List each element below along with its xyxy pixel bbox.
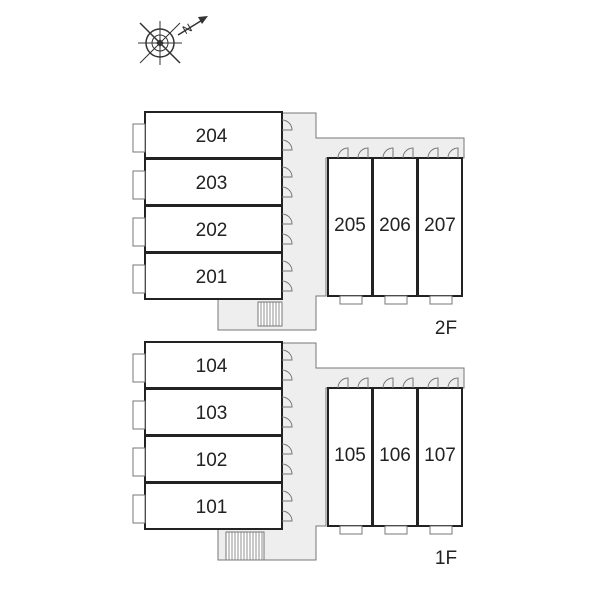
door-205 <box>357 147 369 159</box>
unit-label-203: 203 <box>196 173 228 194</box>
balcony-207 <box>429 295 453 305</box>
balcony-104 <box>132 353 146 383</box>
door-106 <box>382 377 394 389</box>
door-204 <box>281 119 293 131</box>
unit-label-202: 202 <box>196 220 228 241</box>
balcony-107 <box>429 525 453 535</box>
unit-label-207: 207 <box>424 215 456 236</box>
compass-north-letter: N <box>180 21 195 37</box>
door-206 <box>382 147 394 159</box>
balcony-201 <box>132 264 146 294</box>
unit-207 <box>417 157 463 297</box>
unit-202 <box>144 205 283 253</box>
door-102 <box>281 463 293 475</box>
balcony-106 <box>384 525 408 535</box>
floor-label: 1F <box>435 548 457 569</box>
floor-2f: 204 203 202 201 205 206 207 2F <box>132 111 465 339</box>
balcony-203 <box>132 170 146 200</box>
door-205 <box>337 147 349 159</box>
unit-101 <box>144 482 283 530</box>
floor-label: 2F <box>435 318 457 339</box>
unit-203 <box>144 158 283 206</box>
unit-label-104: 104 <box>196 356 228 377</box>
door-206 <box>402 147 414 159</box>
balcony-105 <box>339 525 363 535</box>
unit-label-106: 106 <box>379 445 411 466</box>
balcony-102 <box>132 447 146 477</box>
door-105 <box>357 377 369 389</box>
stairs <box>257 301 283 327</box>
unit-204 <box>144 111 283 159</box>
door-204 <box>281 139 293 151</box>
floor-1f: 104 103 102 101 105 106 107 1F <box>132 341 465 569</box>
door-107 <box>427 377 439 389</box>
door-203 <box>281 166 293 178</box>
unit-label-102: 102 <box>196 450 228 471</box>
door-203 <box>281 186 293 198</box>
unit-label-107: 107 <box>424 445 456 466</box>
unit-label-101: 101 <box>196 497 228 518</box>
balcony-205 <box>339 295 363 305</box>
unit-205 <box>327 157 373 297</box>
door-201 <box>281 260 293 272</box>
door-101 <box>281 510 293 522</box>
door-202 <box>281 233 293 245</box>
door-104 <box>281 369 293 381</box>
unit-label-206: 206 <box>379 215 411 236</box>
door-106 <box>402 377 414 389</box>
door-104 <box>281 349 293 361</box>
door-105 <box>337 377 349 389</box>
unit-label-105: 105 <box>334 445 366 466</box>
stairs <box>225 531 265 561</box>
unit-label-103: 103 <box>196 403 228 424</box>
door-101 <box>281 490 293 502</box>
door-207 <box>447 147 459 159</box>
door-103 <box>281 396 293 408</box>
unit-label-201: 201 <box>196 267 228 288</box>
balcony-206 <box>384 295 408 305</box>
balcony-103 <box>132 400 146 430</box>
balcony-204 <box>132 123 146 153</box>
balcony-202 <box>132 217 146 247</box>
compass-icon <box>138 16 208 65</box>
door-102 <box>281 443 293 455</box>
unit-label-204: 204 <box>196 126 228 147</box>
door-103 <box>281 416 293 428</box>
unit-label-205: 205 <box>334 215 366 236</box>
unit-103 <box>144 388 283 436</box>
door-202 <box>281 213 293 225</box>
balcony-101 <box>132 494 146 524</box>
door-107 <box>447 377 459 389</box>
unit-106 <box>372 387 418 527</box>
door-207 <box>427 147 439 159</box>
door-201 <box>281 280 293 292</box>
